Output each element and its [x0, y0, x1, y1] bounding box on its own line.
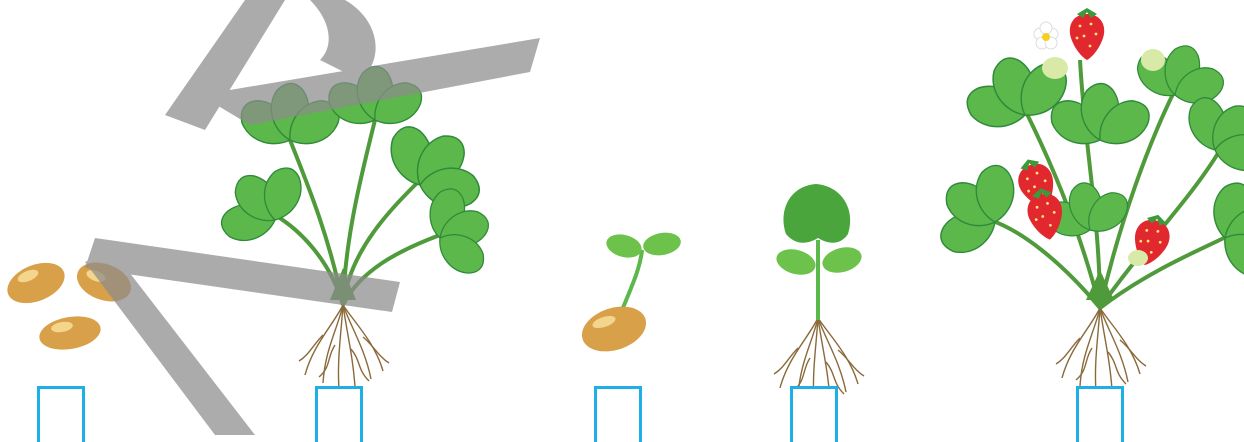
order-box-sprouting-seed[interactable]: [594, 386, 642, 442]
order-box-seeds[interactable]: [37, 386, 85, 442]
order-box-fruiting-plant[interactable]: [1076, 386, 1124, 442]
fruiting-strawberry-plant-icon: [916, 8, 1244, 392]
order-box-seedling[interactable]: [790, 386, 838, 442]
seedling-icon: [774, 184, 865, 402]
flower-icon: [1034, 22, 1058, 49]
sprouting-seed-icon: [576, 230, 682, 359]
order-box-young-plant[interactable]: [315, 386, 363, 442]
